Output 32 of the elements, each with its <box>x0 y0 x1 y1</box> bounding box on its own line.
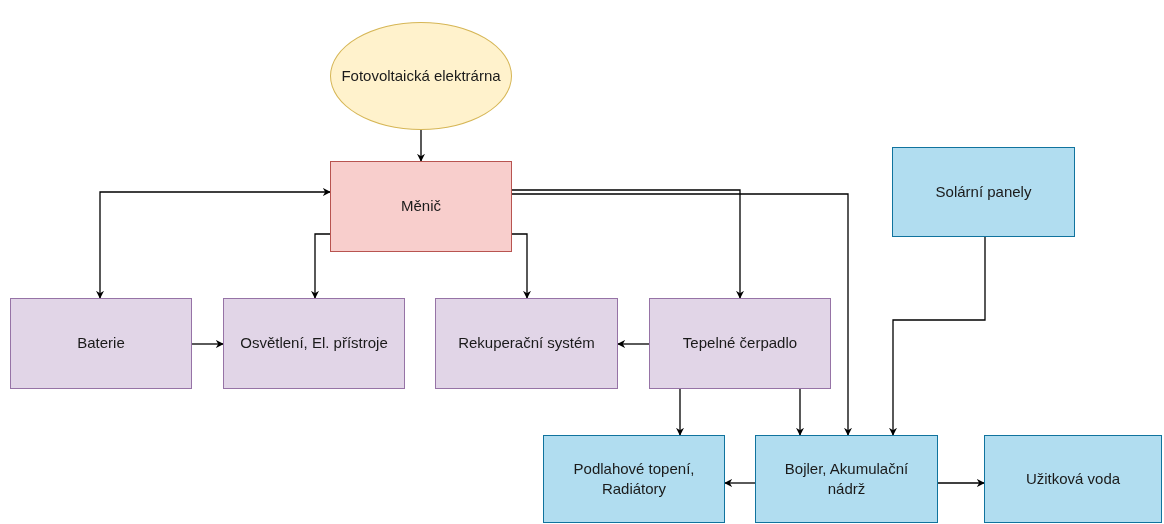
node-label: Měnič <box>400 196 442 217</box>
process-box <box>223 298 405 389</box>
process-box <box>543 435 725 523</box>
node-label: Tepelné čerpadlo <box>681 333 799 354</box>
arrow <box>617 340 650 348</box>
node-label: Užitková voda <box>1024 468 1122 489</box>
arrow <box>511 189 744 299</box>
arrow <box>191 340 224 348</box>
node-label: Podlahové topení, Radiátory <box>572 458 696 499</box>
arrow <box>311 233 331 299</box>
node-label: Solární panely <box>934 181 1033 202</box>
arrow <box>417 129 425 162</box>
arrow <box>511 193 852 436</box>
node-label: Osvětlení, El. přístroje <box>239 333 389 354</box>
arrow <box>676 388 684 436</box>
node-label: Fotovoltaická elektrárna <box>340 65 502 86</box>
process-box <box>649 298 831 389</box>
process-box <box>892 147 1075 237</box>
process-box <box>10 298 192 389</box>
process-box <box>330 161 512 252</box>
node-label: Rekuperační systém <box>457 333 596 354</box>
process-box <box>755 435 938 523</box>
arrow <box>511 233 531 299</box>
process-box <box>435 298 618 389</box>
arrow <box>796 388 804 436</box>
node-label: Bojler, Akumulační nádrž <box>783 458 910 499</box>
arrow <box>724 479 756 487</box>
arrow <box>937 479 985 487</box>
arrow <box>96 188 331 299</box>
arrow <box>889 236 986 436</box>
node-label: Baterie <box>76 333 126 354</box>
process-box <box>984 435 1162 523</box>
